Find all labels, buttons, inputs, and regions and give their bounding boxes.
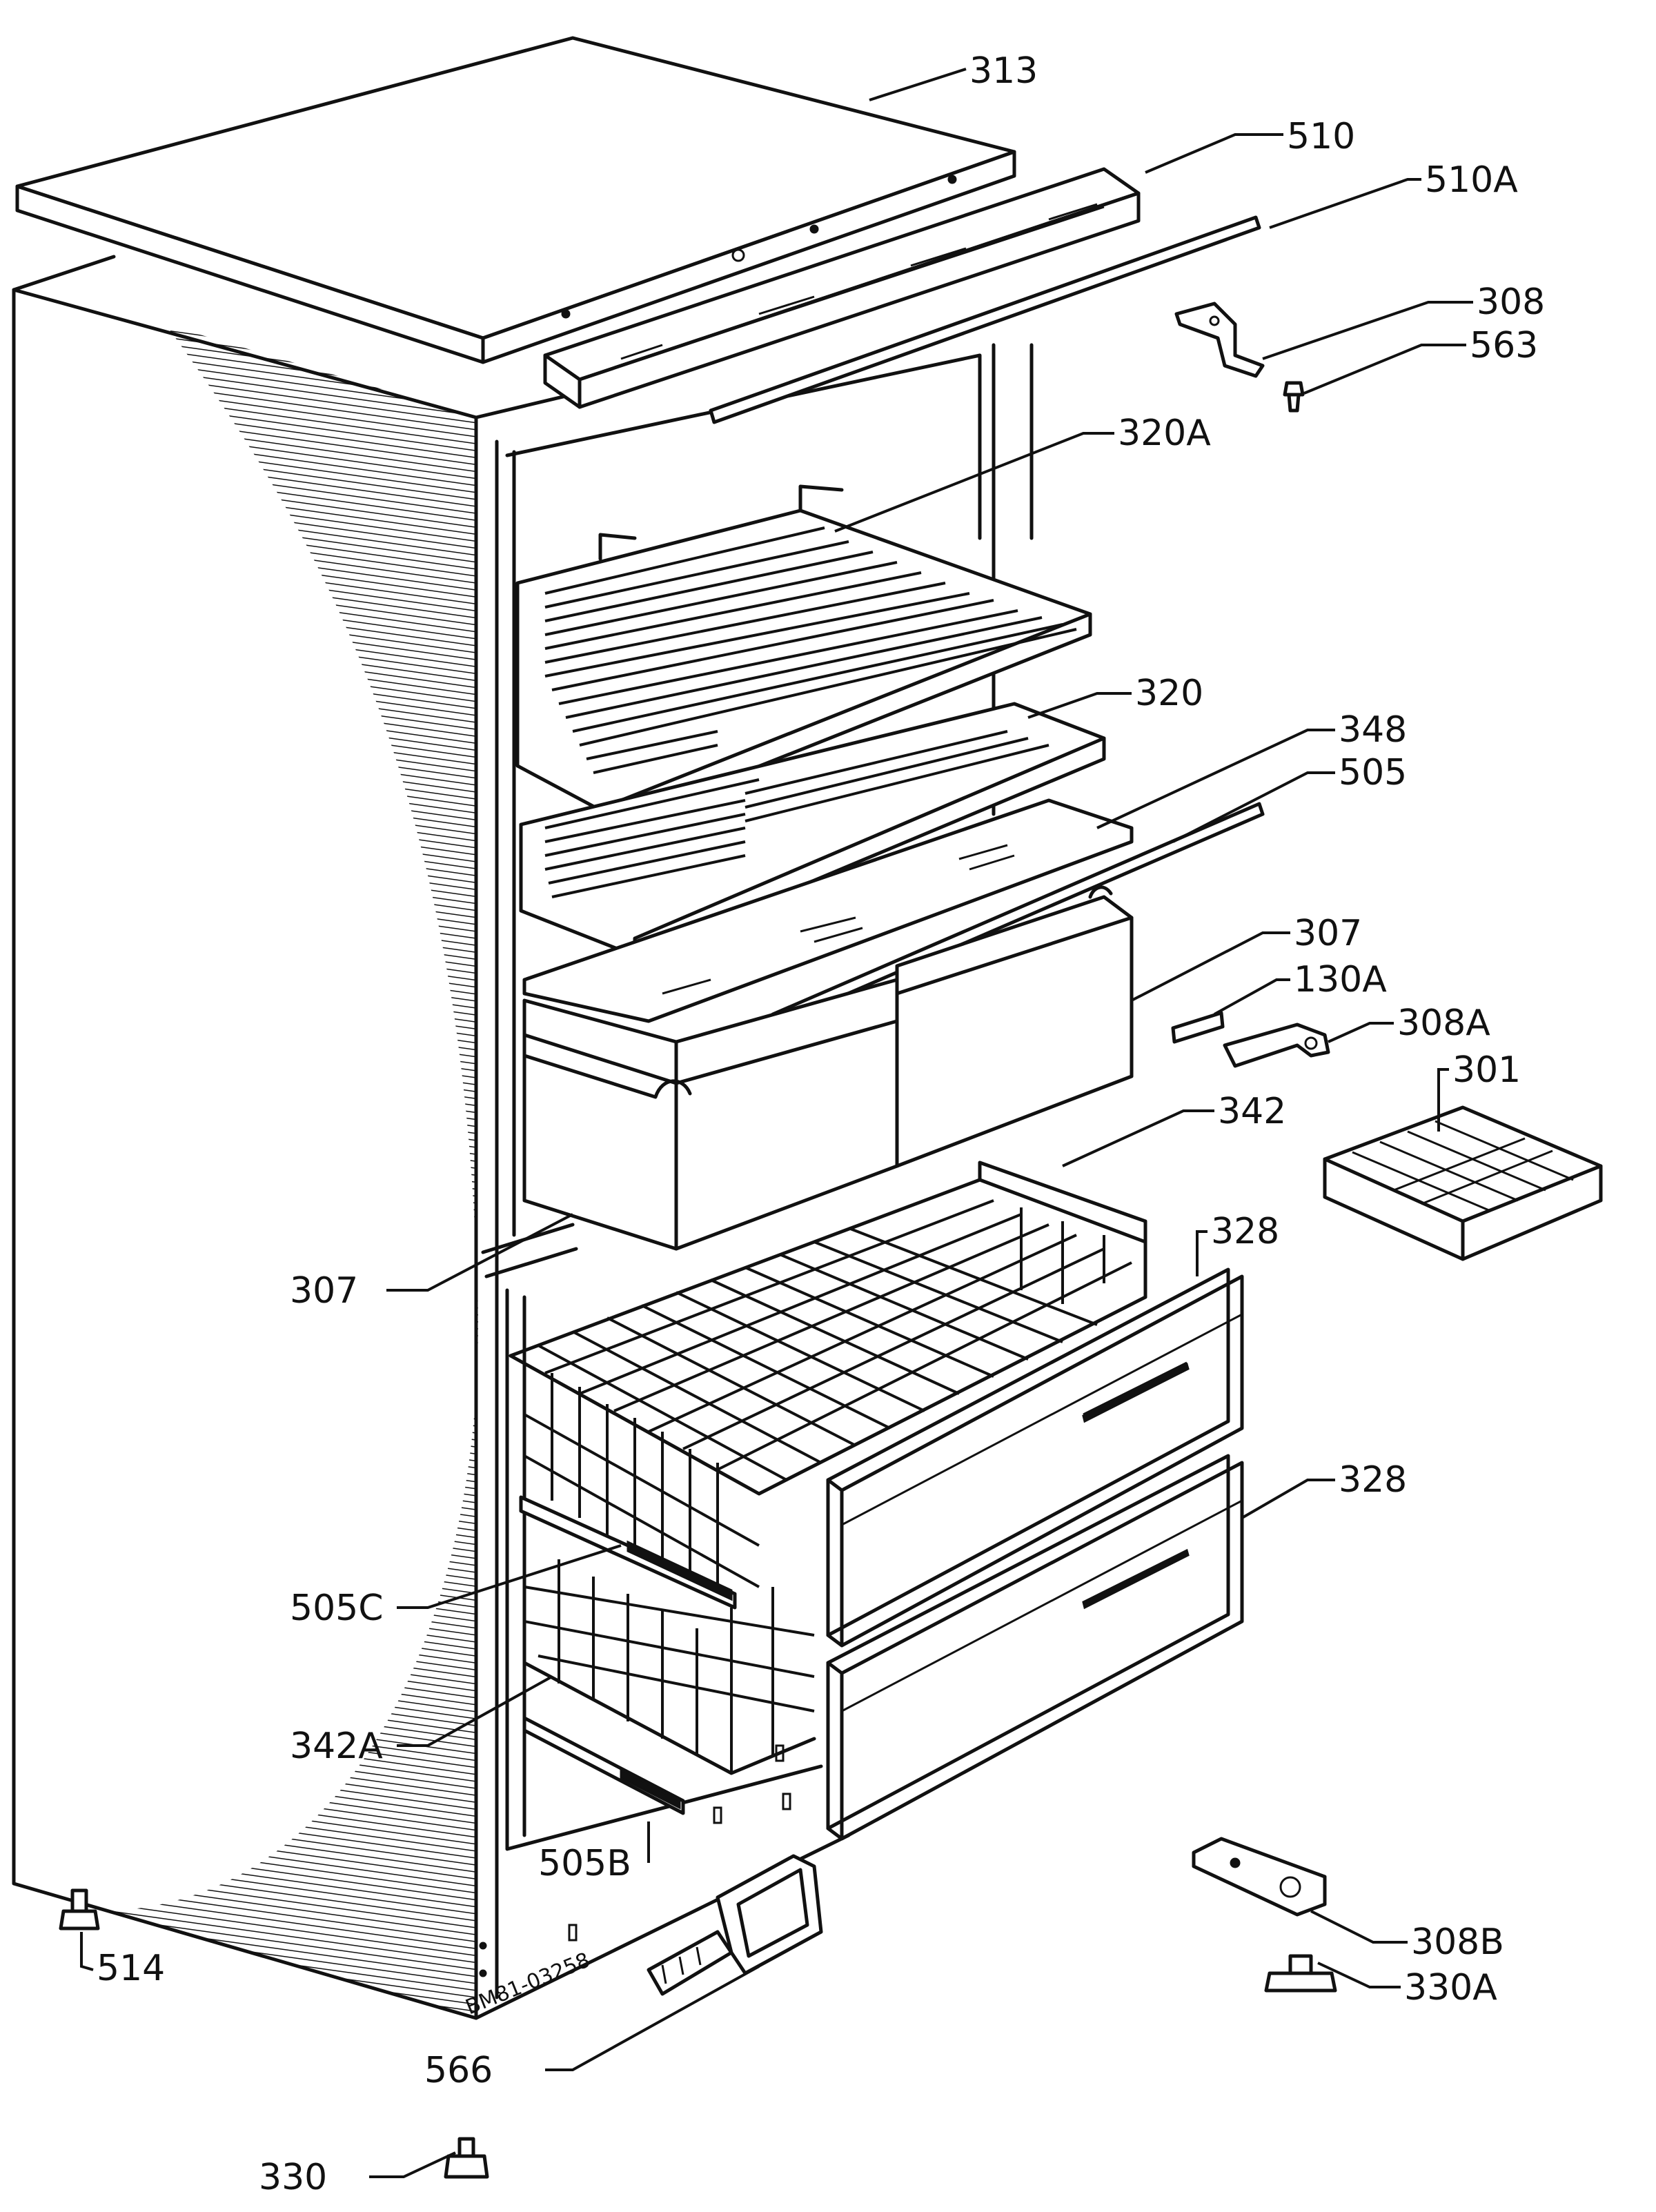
leader-307l [386,1213,573,1292]
leader-342a [397,1675,553,1747]
leader-320 [1027,692,1132,719]
leader-307r [1131,931,1290,1002]
crisper-drawer-307-left [522,978,899,1251]
callout-510: 510 [1287,116,1355,157]
shelf-320A [515,484,1092,823]
foot-330 [444,2137,489,2179]
leader-320a [834,432,1114,533]
drawer-front-328-lower [826,1454,1244,1841]
fridge-compartment [505,343,1034,1237]
hinge-308B [1192,1837,1327,1917]
leader-308b [1310,1910,1408,1944]
rail-505C [519,1495,737,1610]
leader-330 [369,2151,456,2178]
callout-505: 505 [1339,752,1407,793]
leader-330a [1317,1962,1401,1988]
leader-308a [1328,1022,1394,1043]
leader-342 [1062,1109,1214,1167]
leader-313 [869,68,967,101]
callout-308: 308 [1477,282,1545,323]
hinge-308A [1223,1023,1330,1068]
shelf-320 [519,702,1106,958]
strip-510A [709,215,1261,424]
leader-301 [1437,1068,1449,1132]
callout-308B: 308B [1411,1922,1504,1963]
callout-307-left: 307 [290,1270,358,1312]
cabinet-side-shading [103,324,478,2018]
leader-563 [1303,344,1466,395]
hinge-308 [1174,302,1265,378]
wire-basket-342 [509,1161,1147,1594]
crisper-drawer-307-right [895,885,1134,1168]
callout-328-lower: 328 [1339,1459,1407,1501]
rail-505B [522,1716,685,1815]
wire-basket-342A [522,1546,816,1775]
drawing-code: BM81-03258 [462,1948,593,2020]
leader-lines [80,68,1473,2178]
callout-301: 301 [1452,1049,1521,1091]
callout-348: 348 [1339,709,1407,751]
callout-320A: 320A [1118,413,1211,454]
crisper-cover-348 [522,798,1134,1023]
leader-505c [397,1544,622,1609]
tool-566 [647,1854,823,1996]
callout-514: 514 [97,1948,165,1989]
foot-330A [1264,1954,1337,1993]
callout-328-upper: 328 [1211,1211,1279,1252]
leader-566 [545,1965,760,2071]
leader-308 [1262,301,1473,360]
callout-330A: 330A [1404,1967,1497,2008]
top-cover-313 [15,36,1016,364]
ice-tray-301 [1323,1105,1603,1261]
leader-510 [1145,133,1283,174]
foot-514 [59,1888,100,1930]
leader-348 [1096,729,1335,829]
top-trim-510 [543,167,1141,409]
callout-308A: 308A [1397,1003,1490,1044]
callout-566: 566 [424,2050,493,2091]
callout-320: 320 [1135,673,1203,714]
callout-130A: 130A [1294,959,1387,1000]
callout-563: 563 [1470,325,1538,366]
leader-328b [1241,1479,1335,1519]
leader-505 [1172,771,1335,843]
leader-130a [1214,978,1290,1016]
part-130A [1171,1011,1225,1044]
callout-330: 330 [259,2157,327,2198]
drawer-front-328-upper [826,1267,1244,1648]
callout-307-right: 307 [1294,913,1362,954]
callout-510A: 510A [1425,159,1518,201]
callout-313: 313 [969,50,1038,92]
leader-328a [1196,1230,1208,1276]
callout-342: 342 [1218,1091,1286,1132]
callout-342A: 342A [290,1726,383,1767]
leader-514 [80,1932,94,1971]
screw-563 [1283,381,1305,413]
leader-510a [1269,178,1421,229]
callout-505B: 505B [538,1843,631,1884]
callout-505C: 505C [290,1588,384,1629]
